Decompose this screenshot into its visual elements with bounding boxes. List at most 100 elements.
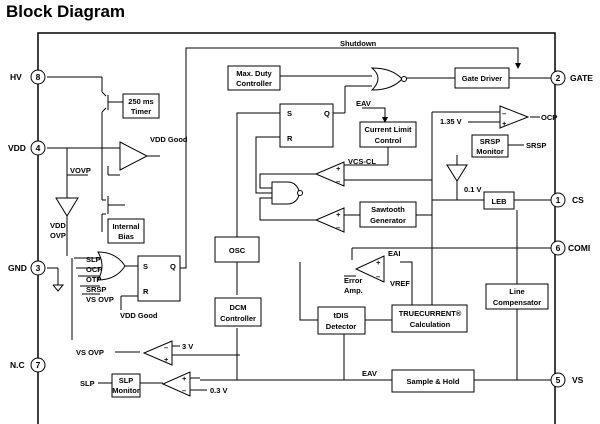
pin-label: CS bbox=[572, 195, 584, 205]
block-label: SRSP bbox=[480, 137, 500, 146]
v3-label: 3 V bbox=[182, 342, 193, 351]
sr-s-label: S bbox=[143, 262, 148, 271]
sawtooth-generator-block: Sawtooth Generator bbox=[359, 201, 417, 228]
error-amp-label: Error bbox=[344, 276, 362, 285]
vref-label: VREF bbox=[390, 279, 410, 288]
minus-sign: – bbox=[502, 109, 506, 118]
max-duty-controller-block: Max. Duty Controller bbox=[227, 65, 281, 91]
vcs-cl-label: VCS-CL bbox=[348, 157, 376, 166]
pin-number: 6 bbox=[556, 243, 561, 253]
slp-label: SLP bbox=[80, 379, 95, 388]
eav-label: EAV bbox=[356, 99, 371, 108]
pin-vs: 5 VS bbox=[550, 372, 584, 388]
block-label: LEB bbox=[492, 197, 508, 206]
block-label: tDIS bbox=[334, 311, 349, 320]
block-label: Detector bbox=[326, 322, 357, 331]
or-input-label: SRSP bbox=[86, 285, 106, 294]
sr-r-label: R bbox=[143, 287, 149, 296]
line-compensator-block: Line Compensator bbox=[485, 283, 549, 310]
block-label: Max. Duty bbox=[236, 69, 272, 78]
pin-number: 8 bbox=[36, 72, 41, 82]
srsp-label: SRSP bbox=[526, 141, 546, 150]
minus-sign: – bbox=[164, 343, 168, 352]
vdd-good-label: VDD Good bbox=[120, 311, 158, 320]
pin-number: 2 bbox=[556, 73, 561, 83]
or-input-label: OTP bbox=[86, 275, 101, 284]
vdd-ovp-label: VDD bbox=[50, 221, 66, 230]
block-label: Line bbox=[509, 287, 524, 296]
pin-label: GATE bbox=[570, 73, 593, 83]
or-input-label: SLP bbox=[86, 255, 101, 264]
block-label: Monitor bbox=[112, 386, 140, 395]
current-limit-comparator: + – bbox=[314, 161, 345, 187]
block-label: Control bbox=[375, 136, 402, 145]
current-limit-control-block: Current Limit Control bbox=[359, 121, 417, 148]
or-input-label: OCP bbox=[86, 265, 102, 274]
plus-sign: + bbox=[336, 210, 341, 219]
gate-driver-block: Gate Driver bbox=[454, 67, 510, 89]
eai-label: EAI bbox=[388, 249, 401, 258]
pin-number: 4 bbox=[36, 143, 41, 153]
truecurrent-calculation-block: TRUECURRENT® Calculation bbox=[391, 304, 468, 333]
vdd-ovp-comparator bbox=[55, 197, 79, 217]
block-label: OSC bbox=[229, 246, 246, 255]
block-label: Generator bbox=[370, 216, 406, 225]
block-label: TRUECURRENT® bbox=[399, 309, 462, 318]
pin-hv: 8 HV bbox=[10, 69, 46, 85]
vdd-ovp-label: OVP bbox=[50, 231, 66, 240]
block-label: DCM bbox=[229, 303, 246, 312]
error-amplifier: + – bbox=[354, 255, 385, 283]
minus-sign: – bbox=[182, 386, 186, 395]
block-label: Monitor bbox=[476, 147, 504, 156]
pin-number: 3 bbox=[36, 263, 41, 273]
block-label: Compensator bbox=[493, 298, 541, 307]
vdd-good-comparator bbox=[119, 141, 149, 171]
diagram-title: Block Diagram bbox=[6, 2, 126, 21]
srsp-comparator bbox=[446, 164, 468, 182]
error-amp-label: Amp. bbox=[344, 286, 363, 295]
srsp-monitor-block: SRSP Monitor bbox=[471, 134, 509, 158]
slp-monitor-block: SLP Monitor bbox=[111, 373, 141, 398]
osc-block: OSC bbox=[214, 236, 260, 263]
block-label: Calculation bbox=[410, 320, 451, 329]
shutdown-label: Shutdown bbox=[340, 39, 377, 48]
dcm-controller-block: DCM Controller bbox=[214, 297, 262, 327]
chip-outline bbox=[37, 32, 556, 424]
pin-cs: 1 CS bbox=[550, 192, 584, 208]
vovp-label: VOVP bbox=[70, 166, 91, 175]
or-input-label: VS OVP bbox=[86, 295, 114, 304]
tdis-detector-block: tDIS Detector bbox=[317, 306, 366, 335]
block-label: Controller bbox=[220, 314, 256, 323]
block-label: Timer bbox=[131, 107, 151, 116]
block-label: Bias bbox=[118, 232, 134, 241]
timer-block: 250 ms Timer bbox=[122, 93, 160, 119]
plus-sign: + bbox=[336, 164, 341, 173]
pin-label: N.C bbox=[10, 360, 25, 370]
v01-label: 0.1 V bbox=[464, 185, 482, 194]
sr-q-label: Q bbox=[324, 109, 330, 118]
wires bbox=[47, 47, 552, 391]
slp-comparator: + – bbox=[161, 371, 191, 397]
minus-sign: – bbox=[336, 177, 340, 186]
internal-bias-block: Internal Bias bbox=[107, 218, 145, 244]
or-gate bbox=[97, 251, 126, 281]
block-label: Internal bbox=[112, 222, 139, 231]
minus-sign: – bbox=[376, 272, 380, 281]
pin-number: 7 bbox=[36, 360, 41, 370]
v135-label: 1.35 V bbox=[440, 117, 462, 126]
pin-nc: 7 N.C bbox=[10, 357, 46, 373]
ocp-label: OCP bbox=[541, 113, 557, 122]
minus-sign: – bbox=[336, 223, 340, 232]
plus-sign: + bbox=[502, 119, 507, 128]
plus-sign: + bbox=[182, 374, 187, 383]
plus-sign: + bbox=[376, 258, 381, 267]
block-label: Sawtooth bbox=[371, 205, 405, 214]
pin-label: GND bbox=[8, 263, 27, 273]
pin-number: 1 bbox=[556, 195, 561, 205]
pin-label: COMI bbox=[568, 243, 590, 253]
block-label: SLP bbox=[119, 376, 134, 385]
sr-q-label: Q bbox=[170, 262, 176, 271]
ground-symbol bbox=[52, 284, 65, 292]
ocp-comparator: – + bbox=[499, 105, 530, 129]
and-gate bbox=[271, 181, 303, 205]
